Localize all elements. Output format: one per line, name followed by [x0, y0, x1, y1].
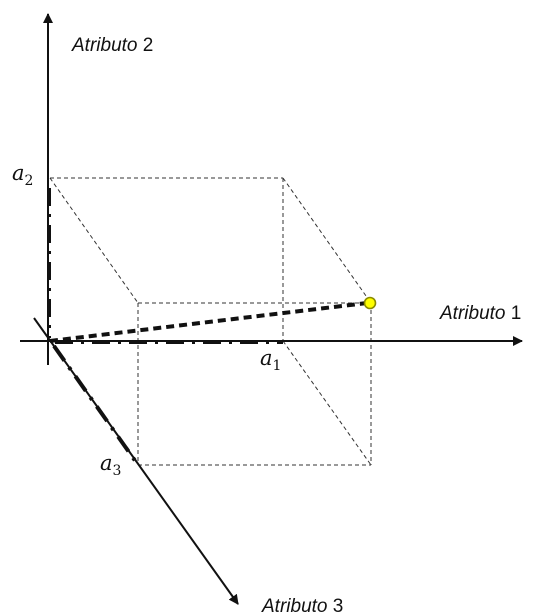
- label-attribute-2-number: 2: [143, 35, 154, 56]
- value-a2-symbol: a: [12, 161, 25, 185]
- segment-on-attribute-3: [52, 344, 138, 464]
- resultant-vector: [49, 301, 368, 343]
- value-label-a1: a1: [260, 346, 281, 374]
- label-attribute-3: Atributo 3: [261, 596, 343, 616]
- label-attribute-2: Atributo 2: [71, 35, 153, 56]
- label-attribute-1-word: Atributo: [439, 303, 505, 324]
- value-a2-subscript: 2: [25, 173, 34, 189]
- axis-attribute-3: [33, 317, 239, 605]
- projection-segments: [47, 188, 283, 464]
- label-attribute-3-word: Atributo: [261, 596, 327, 616]
- label-attribute-2-word: Atributo: [71, 35, 137, 56]
- label-attribute-3-number: 3: [333, 596, 344, 616]
- value-a3-subscript: 3: [113, 463, 122, 479]
- value-a3-symbol: a: [100, 451, 113, 475]
- value-a1-subscript: 1: [273, 358, 282, 374]
- value-label-a3: a3: [100, 451, 121, 479]
- box-back-right-diagonal: [282, 177, 372, 304]
- value-a1-symbol: a: [260, 346, 273, 370]
- label-attribute-1: Atributo 1: [439, 303, 521, 324]
- data-point: [363, 296, 377, 310]
- box-back-left-diagonal: [49, 177, 139, 304]
- value-label-a2: a2: [12, 161, 33, 189]
- box-front-right-diagonal: [282, 340, 372, 466]
- label-attribute-1-number: 1: [511, 303, 522, 324]
